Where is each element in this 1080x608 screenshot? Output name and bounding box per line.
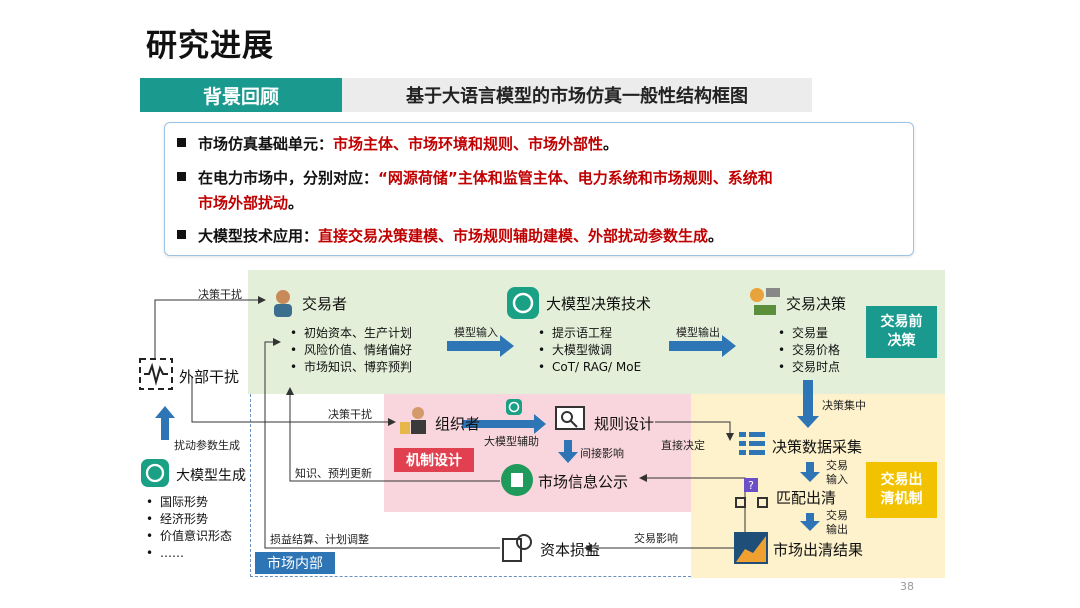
edge-label: 间接影响 <box>580 447 624 460</box>
section-banner-label: 背景回顾 <box>140 78 342 112</box>
bullet-highlight: “网源荷储”主体和监管主体、电力系统和市场规则、系统和 <box>378 169 773 187</box>
list-item: 大模型微调 <box>538 342 641 359</box>
bid-money-icon <box>750 288 780 315</box>
data-collection-label: 决策数据采集 <box>772 438 863 456</box>
trend-chart-icon <box>734 532 768 564</box>
trader-attributes: 初始资本、生产计划 风险价值、情绪偏好 市场知识、博弈预判 <box>290 325 412 376</box>
list-item: 交易量 <box>778 325 840 342</box>
llm-generation-items: 国际形势 经济形势 价值意识形态 …… <box>146 494 232 562</box>
edge-label: 扰动参数生成 <box>174 439 240 452</box>
bullet-end: 。 <box>288 194 304 212</box>
edge-label: 交易 <box>826 509 848 522</box>
list-item: CoT/ RAG/ MoE <box>538 359 641 376</box>
capital-icon <box>502 534 532 562</box>
llm-tech-items: 提示语工程 大模型微调 CoT/ RAG/ MoE <box>538 325 641 376</box>
edge-label: 输入 <box>826 473 848 486</box>
llm-tech-title: 大模型决策技术 <box>546 295 652 313</box>
square-bullet-icon <box>177 230 186 239</box>
matching-icon: ? <box>735 478 768 508</box>
edge-label: 损益结算、计划调整 <box>270 533 369 546</box>
matching-clearing-label: 匹配出清 <box>776 489 837 507</box>
page-number: 38 <box>900 580 914 593</box>
edge-label: 决策集中 <box>822 399 866 412</box>
section-banner-title: 基于大语言模型的市场仿真一般性结构框图 <box>342 78 812 112</box>
decision-title: 交易决策 <box>786 295 847 313</box>
list-item: 经济形势 <box>146 511 232 528</box>
openai-logo-icon <box>507 287 539 319</box>
edge-label: 模型输入 <box>454 326 498 339</box>
openai-logo-icon <box>506 399 522 415</box>
bullet-highlight: 市场主体、市场环境和规则、市场外部性 <box>333 135 604 153</box>
pre-trade-decision-badge: 交易前 决策 <box>866 306 937 358</box>
openai-logo-icon <box>141 459 169 487</box>
organizer-icon <box>400 407 426 434</box>
bullet-end: 。 <box>708 227 724 245</box>
list-item: 风险价值、情绪偏好 <box>290 342 412 359</box>
clearing-mechanism-badge: 交易出 清机制 <box>866 462 937 518</box>
organizer-label: 组织者 <box>435 415 481 433</box>
market-info-icon <box>501 464 533 496</box>
llm-generation-title: 大模型生成 <box>176 468 246 484</box>
summary-box: 市场仿真基础单元：市场主体、市场环境和规则、市场外部性。 在电力市场中，分别对应… <box>164 122 914 256</box>
bullet-highlight: 直接交易决策建模、市场规则辅助建模、外部扰动参数生成 <box>318 227 709 245</box>
bullet-highlight: 市场外部扰动 <box>198 194 289 212</box>
list-item: 交易时点 <box>778 359 840 376</box>
list-item: 初始资本、生产计划 <box>290 325 412 342</box>
edge-label: 交易 <box>826 459 848 472</box>
edge-label: 模型输出 <box>676 326 720 339</box>
clearing-result-label: 市场出清结果 <box>773 541 864 559</box>
rule-design-icon <box>555 406 585 430</box>
summary-bullet-3: 大模型技术应用：直接交易决策建模、市场规则辅助建模、外部扰动参数生成。 <box>177 224 723 249</box>
bullet-end: 。 <box>603 135 619 153</box>
bullet-label: 市场仿真基础单元： <box>198 135 334 153</box>
bullet-label: 在电力市场中，分别对应： <box>198 169 379 187</box>
list-item: 市场知识、博弈预判 <box>290 359 412 376</box>
bullet-label: 大模型技术应用： <box>198 227 319 245</box>
mechanism-design-tag: 机制设计 <box>394 448 474 472</box>
list-item: 价值意识形态 <box>146 528 232 545</box>
external-disturbance-label: 外部干扰 <box>179 368 240 386</box>
square-bullet-icon <box>177 172 186 181</box>
market-inner-tag: 市场内部 <box>255 552 335 574</box>
summary-bullet-1: 市场仿真基础单元：市场主体、市场环境和规则、市场外部性。 <box>177 132 618 157</box>
list-item: 提示语工程 <box>538 325 641 342</box>
capital-label: 资本损益 <box>540 541 601 559</box>
edge-label: 知识、预判更新 <box>295 467 372 480</box>
market-info-label: 市场信息公示 <box>538 473 629 491</box>
trader-title: 交易者 <box>302 295 348 313</box>
edge-label: 决策干扰 <box>198 288 242 301</box>
edge-label: 决策干扰 <box>328 408 372 421</box>
edge-label: 输出 <box>826 523 848 536</box>
waveform-icon <box>139 358 173 390</box>
market-inner-boundary <box>250 394 691 577</box>
data-collection-icon <box>739 432 765 455</box>
rule-design-label: 规则设计 <box>594 415 655 433</box>
summary-bullet-2: 在电力市场中，分别对应：“网源荷储”主体和监管主体、电力系统和市场规则、系统和 <box>177 166 773 191</box>
svg-text:?: ? <box>748 479 754 492</box>
edge-label: 交易影响 <box>634 532 678 545</box>
page-title: 研究进展 <box>146 28 274 64</box>
list-item: 交易价格 <box>778 342 840 359</box>
edge-label: 直接决定 <box>661 439 705 452</box>
list-item: …… <box>146 545 232 562</box>
list-item: 国际形势 <box>146 494 232 511</box>
edge-label: 大模型辅助 <box>484 435 539 448</box>
square-bullet-icon <box>177 138 186 147</box>
decision-items: 交易量 交易价格 交易时点 <box>778 325 840 376</box>
trader-icon <box>274 290 292 317</box>
summary-bullet-2-cont: 市场外部扰动。 <box>198 191 303 216</box>
